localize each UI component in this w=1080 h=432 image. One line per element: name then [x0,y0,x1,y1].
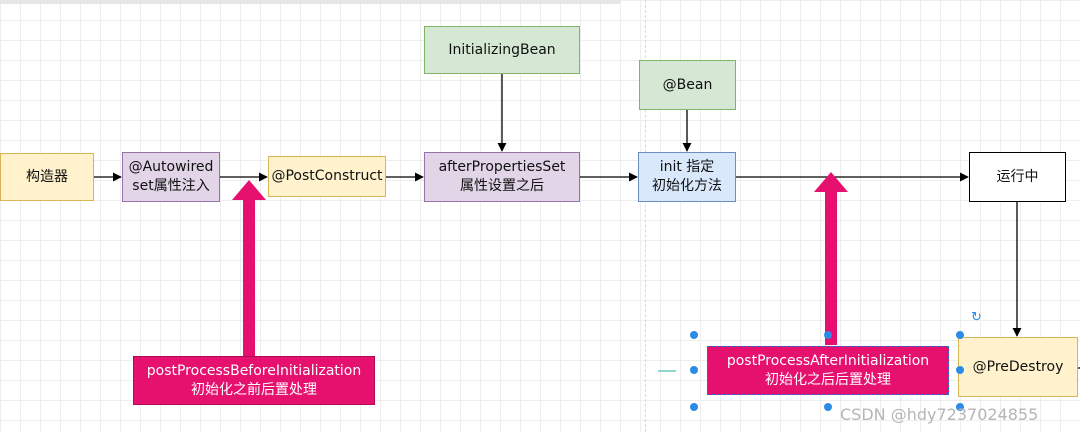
selection-handle-predestroy-bottom[interactable] [956,403,964,411]
page-divider [645,0,646,432]
postconstruct-node[interactable]: @PostConstruct [268,156,386,197]
running-label: 运行中 [996,168,1039,185]
constructor-label: 构造器 [26,168,68,185]
selection-handle-bottom-mid[interactable] [824,403,832,411]
selection-handle-predestroy-mid[interactable] [956,366,964,374]
init-method-label-line2: 初始化方法 [652,178,722,194]
init-method-label-line1: init 指定 [659,159,715,175]
watermark: CSDN @hdy7237024855 [840,405,1039,424]
constructor-node[interactable]: 构造器 [0,153,94,201]
before-init-node[interactable]: postProcessBeforeInitialization 初始化之前后置处… [133,356,375,405]
rotate-handle-icon[interactable]: ↻ [971,310,982,325]
initializingbean-node[interactable]: InitializingBean [424,26,580,74]
initializingbean-label: InitializingBean [448,41,556,58]
selection-handle-mid-left[interactable] [690,366,698,374]
pink-arrow-after-init [814,172,848,345]
postconstruct-label: @PostConstruct [271,168,383,184]
selection-handle-bottom-left[interactable] [690,403,698,411]
afterpropertiesset-label-line2: 属性设置之后 [460,178,544,194]
top-edge-line [0,0,620,4]
predestroy-node[interactable]: @PreDestroy [958,337,1078,397]
autowired-node[interactable]: @Autowired set属性注入 [122,152,220,202]
selection-handle-top-left[interactable] [690,331,698,339]
before-init-label-line1: postProcessBeforeInitialization [146,362,362,379]
selection-handle-top-right[interactable] [824,331,832,339]
after-init-label-line2: 初始化之后后置处理 [765,371,891,388]
bean-annotation-label: @Bean [662,76,713,93]
guide-tick [658,370,676,372]
autowired-label-line2: set属性注入 [132,178,210,194]
after-init-label-line1: postProcessAfterInitialization [726,352,930,369]
pink-arrow-before-init [232,180,266,356]
running-node[interactable]: 运行中 [969,152,1066,202]
predestroy-label: @PreDestroy [972,358,1064,375]
init-method-node[interactable]: init 指定 初始化方法 [638,152,736,202]
afterpropertiesset-node[interactable]: afterPropertiesSet 属性设置之后 [424,152,580,202]
before-init-label-line2: 初始化之前后置处理 [191,381,317,398]
bean-annotation-node[interactable]: @Bean [639,60,736,110]
afterpropertiesset-label-line1: afterPropertiesSet [438,159,566,175]
autowired-label-line1: @Autowired [128,159,214,175]
selection-handle-predestroy-top[interactable] [956,331,964,339]
after-init-node[interactable]: postProcessAfterInitialization 初始化之后后置处理 [707,346,949,395]
